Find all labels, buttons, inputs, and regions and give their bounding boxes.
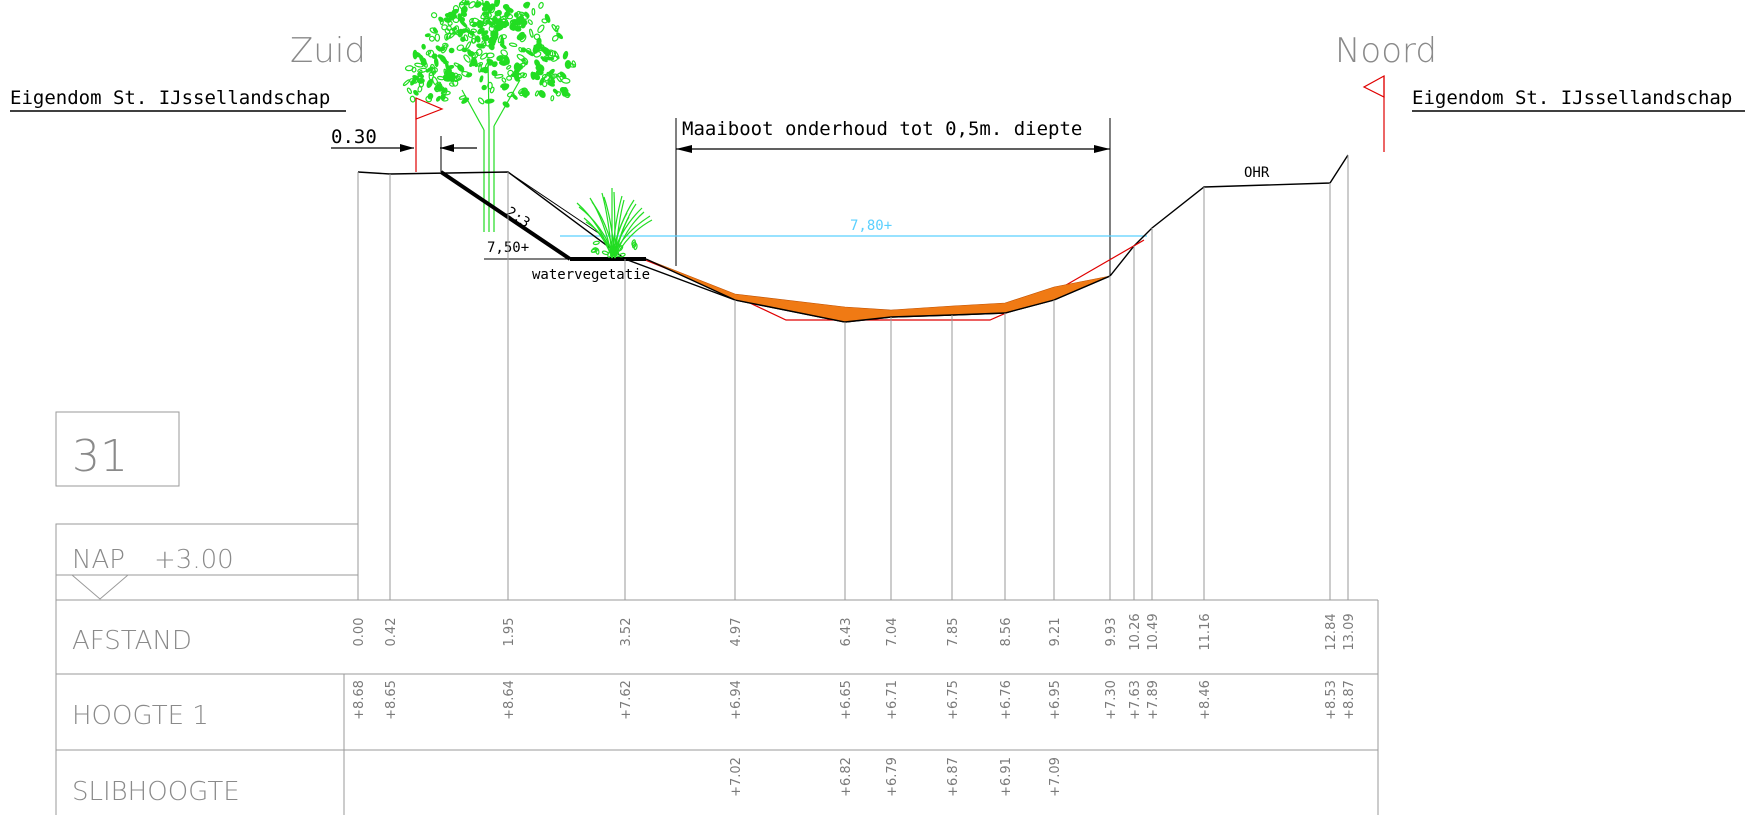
row-label-hoogte: HOOGTE 1 bbox=[72, 701, 209, 731]
arrow-right-icon bbox=[400, 144, 414, 152]
slope-label: 2:3 bbox=[503, 204, 533, 231]
afstand-cell: 0.42 bbox=[384, 618, 399, 647]
profile-number-box bbox=[55, 411, 180, 487]
afstand-cell: 0.00 bbox=[352, 618, 367, 647]
vegetation-label: watervegetatie bbox=[532, 267, 650, 283]
afstand-cell: 6.43 bbox=[839, 618, 854, 647]
hoogte-cell: +8.46 bbox=[1198, 680, 1213, 720]
afstand-cell: 13.09 bbox=[1342, 613, 1357, 650]
north-label: Noord bbox=[1335, 31, 1437, 71]
hoogte-cell: +6.95 bbox=[1048, 680, 1063, 720]
afstand-cell: 10.26 bbox=[1128, 613, 1143, 650]
offset-dimension-label: 0.30 bbox=[331, 126, 377, 148]
afstand-cell: 9.93 bbox=[1104, 618, 1119, 647]
owner-right-label: Eigendom St. IJssellandschap bbox=[1412, 87, 1732, 109]
hoogte-cell: +7.30 bbox=[1104, 680, 1119, 720]
afstand-cell: 10.49 bbox=[1146, 613, 1161, 650]
hoogte-cell: +6.65 bbox=[839, 680, 854, 720]
tree-icon bbox=[402, 0, 577, 232]
bank-slope-thick bbox=[439, 170, 572, 261]
slibhoogte-cell: +7.09 bbox=[1048, 757, 1063, 797]
hoogte-cell: +7.89 bbox=[1146, 680, 1161, 720]
hoogte-cell: +6.94 bbox=[729, 680, 744, 720]
afstand-cell: 3.52 bbox=[619, 618, 634, 647]
afstand-cell: 7.85 bbox=[946, 618, 961, 647]
hoogte-cell: +6.71 bbox=[885, 680, 900, 720]
hoogte-cell: +8.65 bbox=[384, 680, 399, 720]
slibhoogte-cell: +6.82 bbox=[839, 757, 854, 797]
slibhoogte-cell: +7.02 bbox=[729, 757, 744, 797]
ground-profile bbox=[357, 154, 1349, 323]
channel-bottom-line bbox=[645, 258, 1111, 323]
mowing-note: Maaiboot onderhoud tot 0,5m. diepte bbox=[682, 118, 1082, 140]
hoogte-cell: +7.62 bbox=[619, 680, 634, 720]
row-label-afstand: AFSTAND bbox=[72, 626, 192, 656]
afstand-cell: 7.04 bbox=[885, 618, 900, 647]
datum-name: NAP bbox=[72, 545, 125, 575]
slibhoogte-cell: +6.79 bbox=[885, 757, 900, 797]
datum-value: +3.00 bbox=[154, 545, 234, 575]
arrow-left-icon bbox=[676, 145, 692, 153]
slibhoogte-cell: +6.87 bbox=[946, 757, 961, 797]
hoogte-cell: +8.87 bbox=[1342, 680, 1357, 720]
hoogte-cell: +6.76 bbox=[999, 680, 1014, 720]
hoogte-cell: +8.64 bbox=[502, 680, 517, 720]
afstand-cell: 9.21 bbox=[1048, 618, 1063, 647]
station-verticals bbox=[357, 155, 1349, 600]
afstand-cell: 1.95 bbox=[502, 618, 517, 647]
afstand-cell: 12.84 bbox=[1324, 613, 1339, 650]
data-table-frame bbox=[55, 523, 1379, 815]
south-label: Zuid bbox=[290, 31, 366, 71]
water-level-label: 7,80+ bbox=[850, 218, 892, 234]
ohr-label: OHR bbox=[1244, 165, 1270, 181]
afstand-cell: 11.16 bbox=[1198, 613, 1213, 650]
slibhoogte-cell: +6.91 bbox=[999, 757, 1014, 797]
owner-left-label: Eigendom St. IJssellandschap bbox=[10, 87, 330, 109]
table-cells: 0.00 +8.68 0.42 +8.65 1.95 +8.64 3.52 +7.62 4.97… bbox=[352, 613, 1357, 797]
hoogte-cell: +8.68 bbox=[352, 680, 367, 720]
hoogte-cell: +8.53 bbox=[1324, 680, 1339, 720]
arrow-right-icon bbox=[1094, 145, 1110, 153]
arrow-left-icon bbox=[440, 144, 454, 152]
afstand-cell: 4.97 bbox=[729, 618, 744, 647]
reed-icon bbox=[576, 188, 653, 259]
design-profile bbox=[639, 239, 1145, 321]
flag-icon bbox=[415, 97, 444, 172]
bank-slope-line bbox=[507, 171, 601, 235]
datum-triangle-icon bbox=[71, 574, 129, 600]
row-label-slibhoogte: SLIBHOOGTE bbox=[72, 777, 240, 807]
hoogte-cell: +6.75 bbox=[946, 680, 961, 720]
flag-icon bbox=[1362, 74, 1385, 152]
profile-number: 31 bbox=[72, 431, 128, 482]
afstand-cell: 8.56 bbox=[999, 618, 1014, 647]
hoogte-cell: +7.63 bbox=[1128, 680, 1143, 720]
